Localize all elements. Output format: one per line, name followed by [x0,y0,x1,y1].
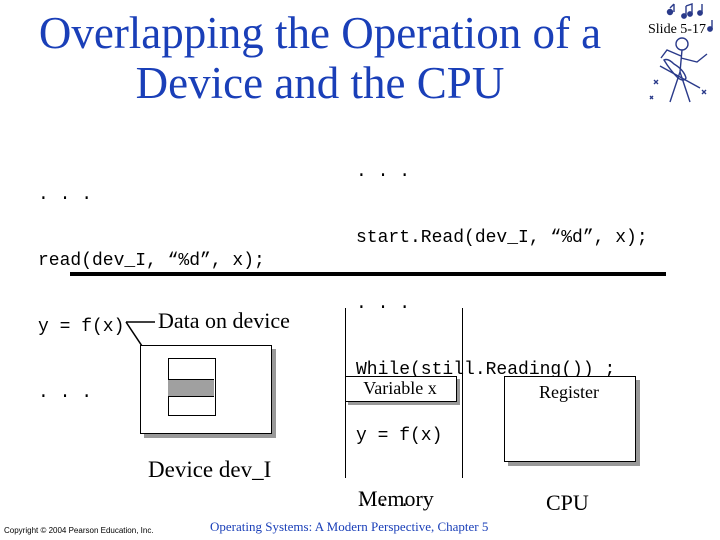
section-divider [70,272,666,276]
variable-x-label: Variable x [363,378,437,398]
register-label: Register [539,382,599,402]
device-label: Device dev_I [148,457,272,482]
code-line: . . . [356,162,411,182]
book-footer: Operating Systems: A Modern Perspective,… [210,519,489,534]
slide-title: Overlapping the Operation of a Device an… [20,8,620,108]
code-line: y = f(x) [356,426,443,446]
code-line: . . . [356,492,411,512]
device-data-cell [168,379,214,397]
memory-label: Memory [358,486,434,511]
slide-title-line-1: Overlapping the Operation of a [38,8,602,58]
code-line: read(dev_I, “%d”, x); [38,251,265,271]
slide-title-line-2: Device and the CPU [135,58,505,108]
code-line: . . . [356,294,411,314]
code-block-sequential: . . . read(dev_I, “%d”, x); y = f(x) . .… [38,140,265,426]
variable-x-box [345,376,457,402]
code-line: y = f(x) [38,317,125,337]
code-line: start.Read(dev_I, “%d”, x); [356,228,648,248]
data-on-device-label: Data on device [158,308,290,333]
code-line: . . . [38,185,93,205]
code-block-overlapped: . . . start.Read(dev_I, “%d”, x); . . . … [356,117,648,535]
register-box [504,376,636,462]
memory-right-edge [462,308,463,478]
musician-logo-icon [640,0,720,120]
cpu-label: CPU [546,490,589,515]
slide-number: Slide 5-17 [648,22,706,37]
code-line: . . . [38,383,93,403]
copyright-notice: Copyright © 2004 Pearson Education, Inc. [4,526,154,535]
code-line: While(still.Reading()) ; [356,360,616,380]
